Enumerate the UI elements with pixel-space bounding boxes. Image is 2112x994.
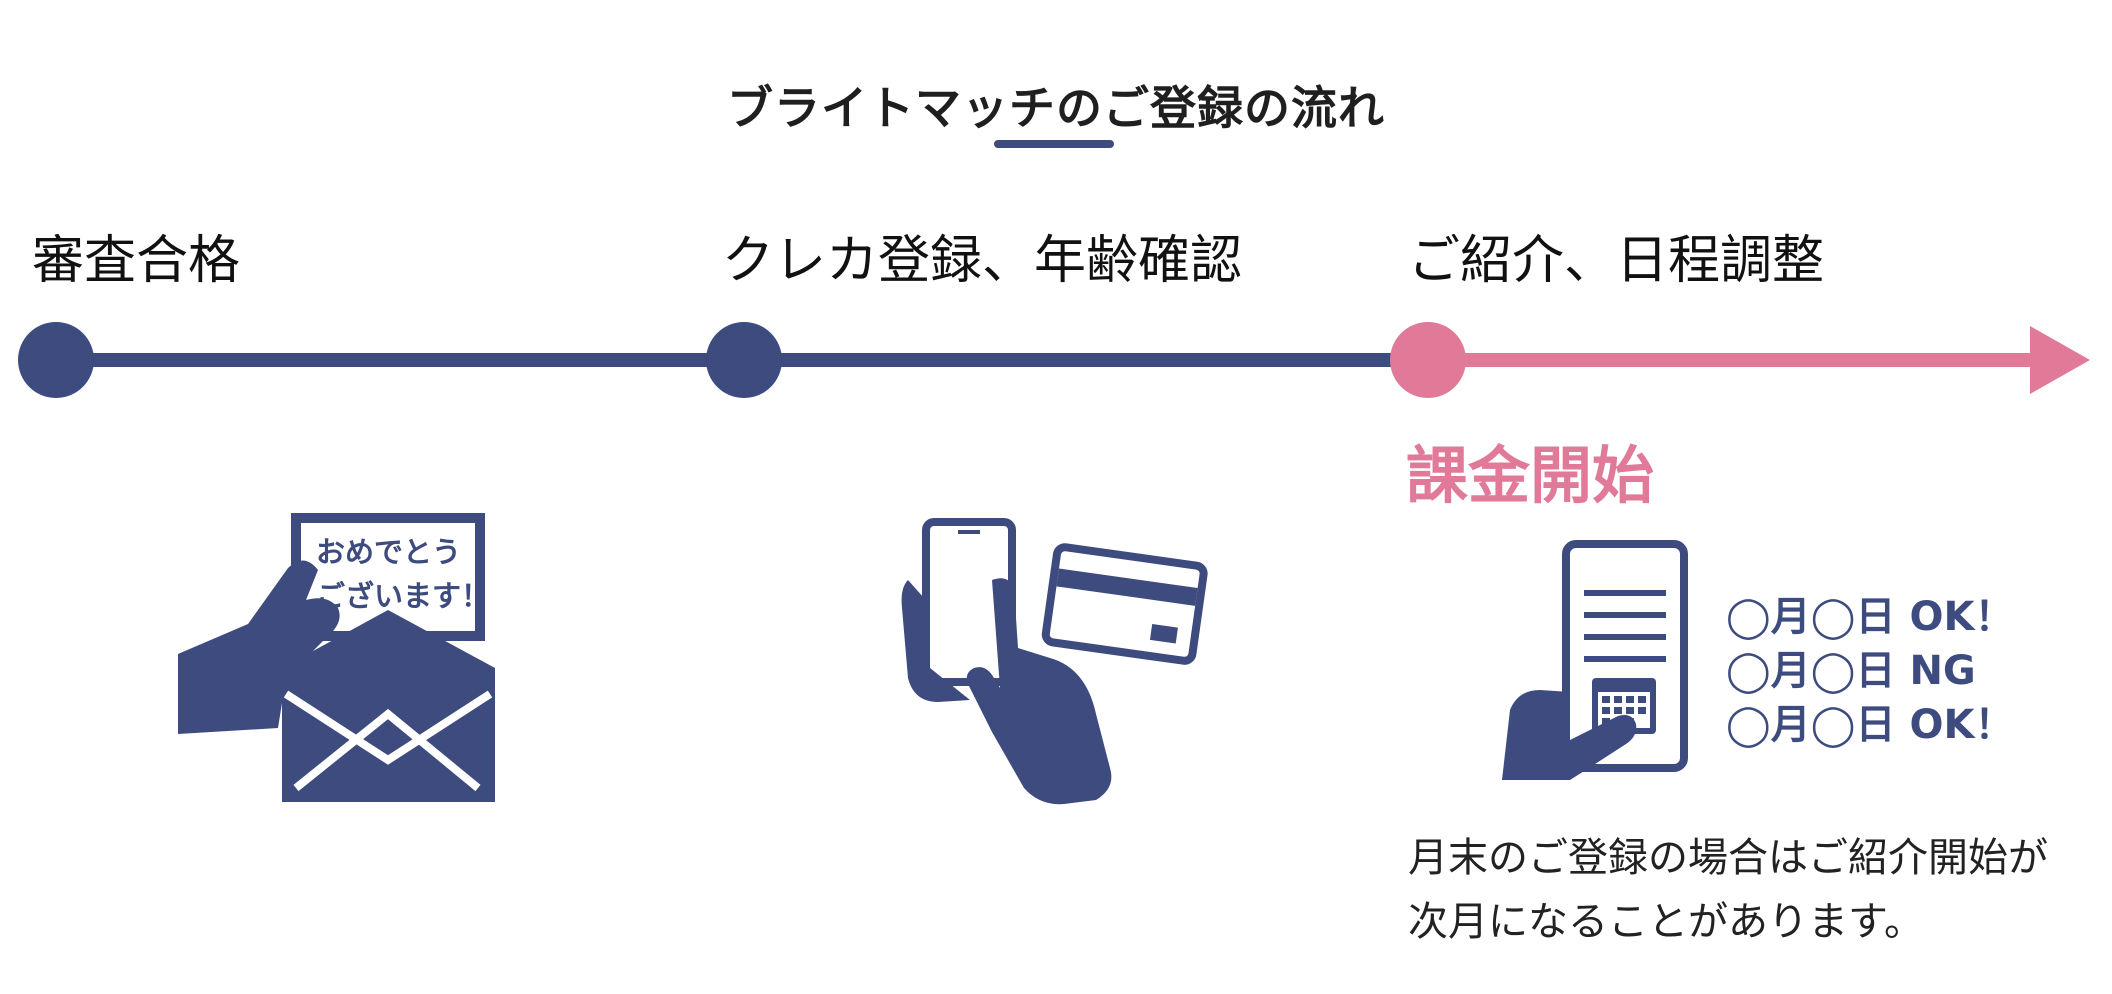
title-underline: [994, 140, 1114, 148]
billing-start-label: 課金開始: [1406, 439, 1655, 512]
note-line-2: 次月になることがあります。: [1408, 899, 1924, 945]
envelope-card-line1: おめでとう: [316, 535, 461, 569]
timeline-dot-2: [706, 322, 782, 398]
schedule-item-1: ◯月◯日 OK！: [1726, 594, 2015, 640]
schedule-item-2: ◯月◯日 NG: [1726, 648, 1976, 694]
timeline-dot-3: [1390, 322, 1466, 398]
timeline-dot-1: [18, 322, 94, 398]
step-label-2: クレカ登録、年齢確認: [722, 231, 1243, 291]
step-label-3: ご紹介、日程調整: [1408, 231, 1825, 291]
smartphone-calendar-icon: [1502, 540, 1688, 780]
step-label-1: 審査合格: [32, 231, 241, 291]
timeline-arrow-head: [2030, 326, 2090, 394]
note-text: 月末のご登録の場合はご紹介開始が 次月になることがあります。: [1408, 826, 2048, 954]
smartphone-card-icon: [901, 518, 1208, 805]
page-title: ブライトマッチのご登録の流れ: [727, 81, 1385, 135]
envelope-hand-icon: おめでとう ございます！: [178, 513, 495, 802]
note-line-1: 月末のご登録の場合はご紹介開始が: [1408, 835, 2048, 881]
schedule-item-3: ◯月◯日 OK！: [1726, 702, 2015, 748]
envelope-card-line2: ございます！: [316, 579, 490, 613]
